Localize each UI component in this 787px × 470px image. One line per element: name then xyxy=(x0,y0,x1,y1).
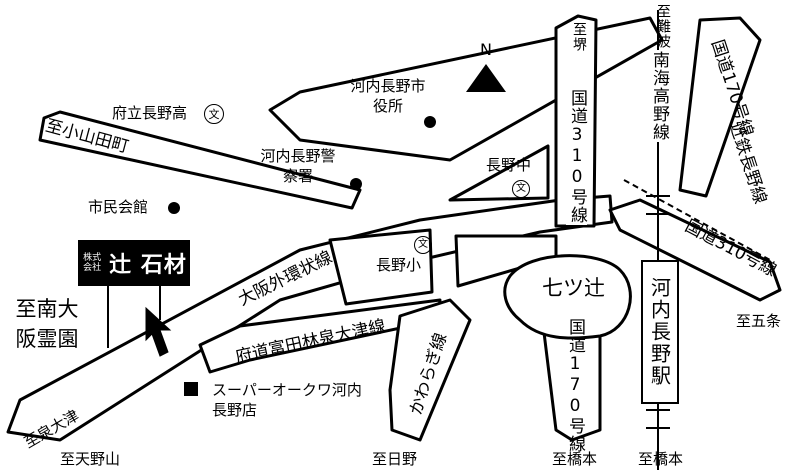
label-fu-nagano-high: 府立長野高 xyxy=(112,104,188,122)
north-arrow-icon xyxy=(466,64,506,92)
company-logo: 株式会社 辻 石材 xyxy=(78,240,190,286)
label-to-namba: 至難波 xyxy=(655,4,671,49)
label-shimin-kaikan: 市民会館 xyxy=(88,198,149,216)
label-route310-vertical: 国道310号線 xyxy=(566,88,587,225)
supermarket-marker-icon xyxy=(184,382,198,396)
label-police: 河内長野警察署 xyxy=(260,147,336,185)
railway-kintetsu xyxy=(623,179,771,261)
label-city-hall: 河内長野市役所 xyxy=(350,77,426,115)
nanatsu-tsuji-junction xyxy=(503,254,632,340)
label-to-amanoyama: 至天野山 xyxy=(60,450,121,468)
label-nagano-jh: 長野中 xyxy=(486,156,532,174)
label-to-gojo: 至五条 xyxy=(736,312,782,330)
label-nanatsu-tsuji: 七ツ辻 xyxy=(542,276,605,300)
label-to-hino: 至日野 xyxy=(372,450,418,468)
school-icon: 文 xyxy=(512,180,530,198)
block-nagano-es xyxy=(328,228,434,306)
label-nankai-koya: 南海高野線 xyxy=(648,50,669,142)
label-route170-bottom: 国道170号線 xyxy=(565,318,585,453)
label-to-minami-osaka: 至南大阪霊園 xyxy=(15,297,79,351)
police-marker-icon xyxy=(350,178,362,190)
road-310-right xyxy=(608,198,782,302)
label-nagano-es: 長野小 xyxy=(376,256,422,274)
road-namba xyxy=(268,16,664,162)
label-to-sakai: 至堺 xyxy=(571,22,587,52)
label-to-hashimoto-2: 至橋本 xyxy=(638,450,684,468)
pointer-arrow-icon xyxy=(145,306,172,357)
school-icon: 文 xyxy=(414,236,432,254)
road-170-top xyxy=(678,16,762,198)
label-supermarket: スーパーオークワ河内長野店 xyxy=(212,381,362,419)
north-label: N xyxy=(480,40,492,59)
shimin-kaikan-marker-icon xyxy=(168,202,180,214)
company-type: 株式会社 xyxy=(83,253,102,273)
company-name: 辻 石材 xyxy=(109,253,187,278)
school-icon: 文 xyxy=(204,104,224,124)
road-koyamada xyxy=(38,110,362,210)
kawachinagano-station: 河内長野駅 xyxy=(641,260,679,404)
road-hino xyxy=(388,298,472,442)
label-to-hashimoto-1: 至橋本 xyxy=(552,450,598,468)
city-hall-marker-icon xyxy=(424,116,436,128)
